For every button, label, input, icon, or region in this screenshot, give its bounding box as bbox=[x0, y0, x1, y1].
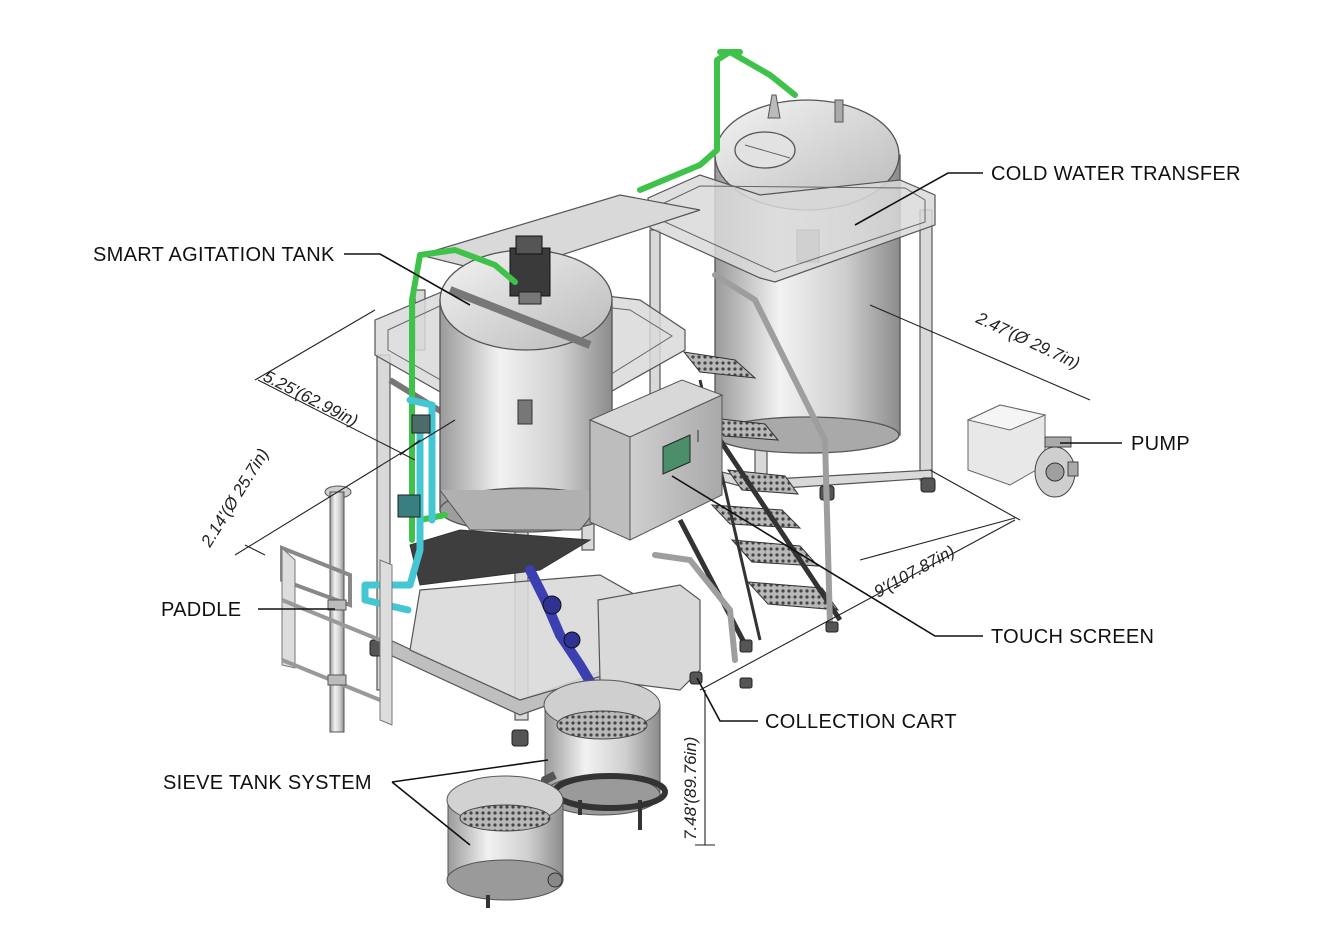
label-smart-agitation-tank: SMART AGITATION TANK bbox=[93, 244, 335, 266]
dim-overall-length: 9'(107.87in) bbox=[871, 542, 958, 602]
pump bbox=[966, 404, 1079, 498]
label-paddle: PADDLE bbox=[161, 599, 241, 621]
dimension-lines bbox=[234, 304, 1091, 846]
label-sieve-tank-system: SIEVE TANK SYSTEM bbox=[163, 772, 372, 794]
touch-screen-display bbox=[662, 434, 691, 475]
dim-overall-height: 7.48'(89.76in) bbox=[681, 737, 700, 840]
stairs bbox=[652, 272, 843, 689]
leader-lines bbox=[258, 172, 1122, 846]
paddle bbox=[280, 485, 393, 733]
dim-agitation-tank-height: 5.25'(62.99in) bbox=[260, 367, 361, 431]
label-touch-screen: TOUCH SCREEN bbox=[991, 626, 1154, 648]
dim-agitation-tank-diameter: 2.14'(Ø 25.7in) bbox=[197, 445, 273, 551]
control-box bbox=[588, 379, 724, 541]
dim-cold-tank-diameter: 2.47'(Ø 29.7in) bbox=[972, 308, 1082, 373]
sieve-tank-upper bbox=[536, 679, 668, 830]
sieve-tank-lower bbox=[446, 775, 564, 908]
label-pump: PUMP bbox=[1131, 433, 1190, 455]
label-collection-cart: COLLECTION CART bbox=[765, 711, 957, 733]
label-cold-water-transfer: COLD WATER TRANSFER bbox=[991, 163, 1241, 185]
agitation-tank bbox=[439, 235, 613, 533]
